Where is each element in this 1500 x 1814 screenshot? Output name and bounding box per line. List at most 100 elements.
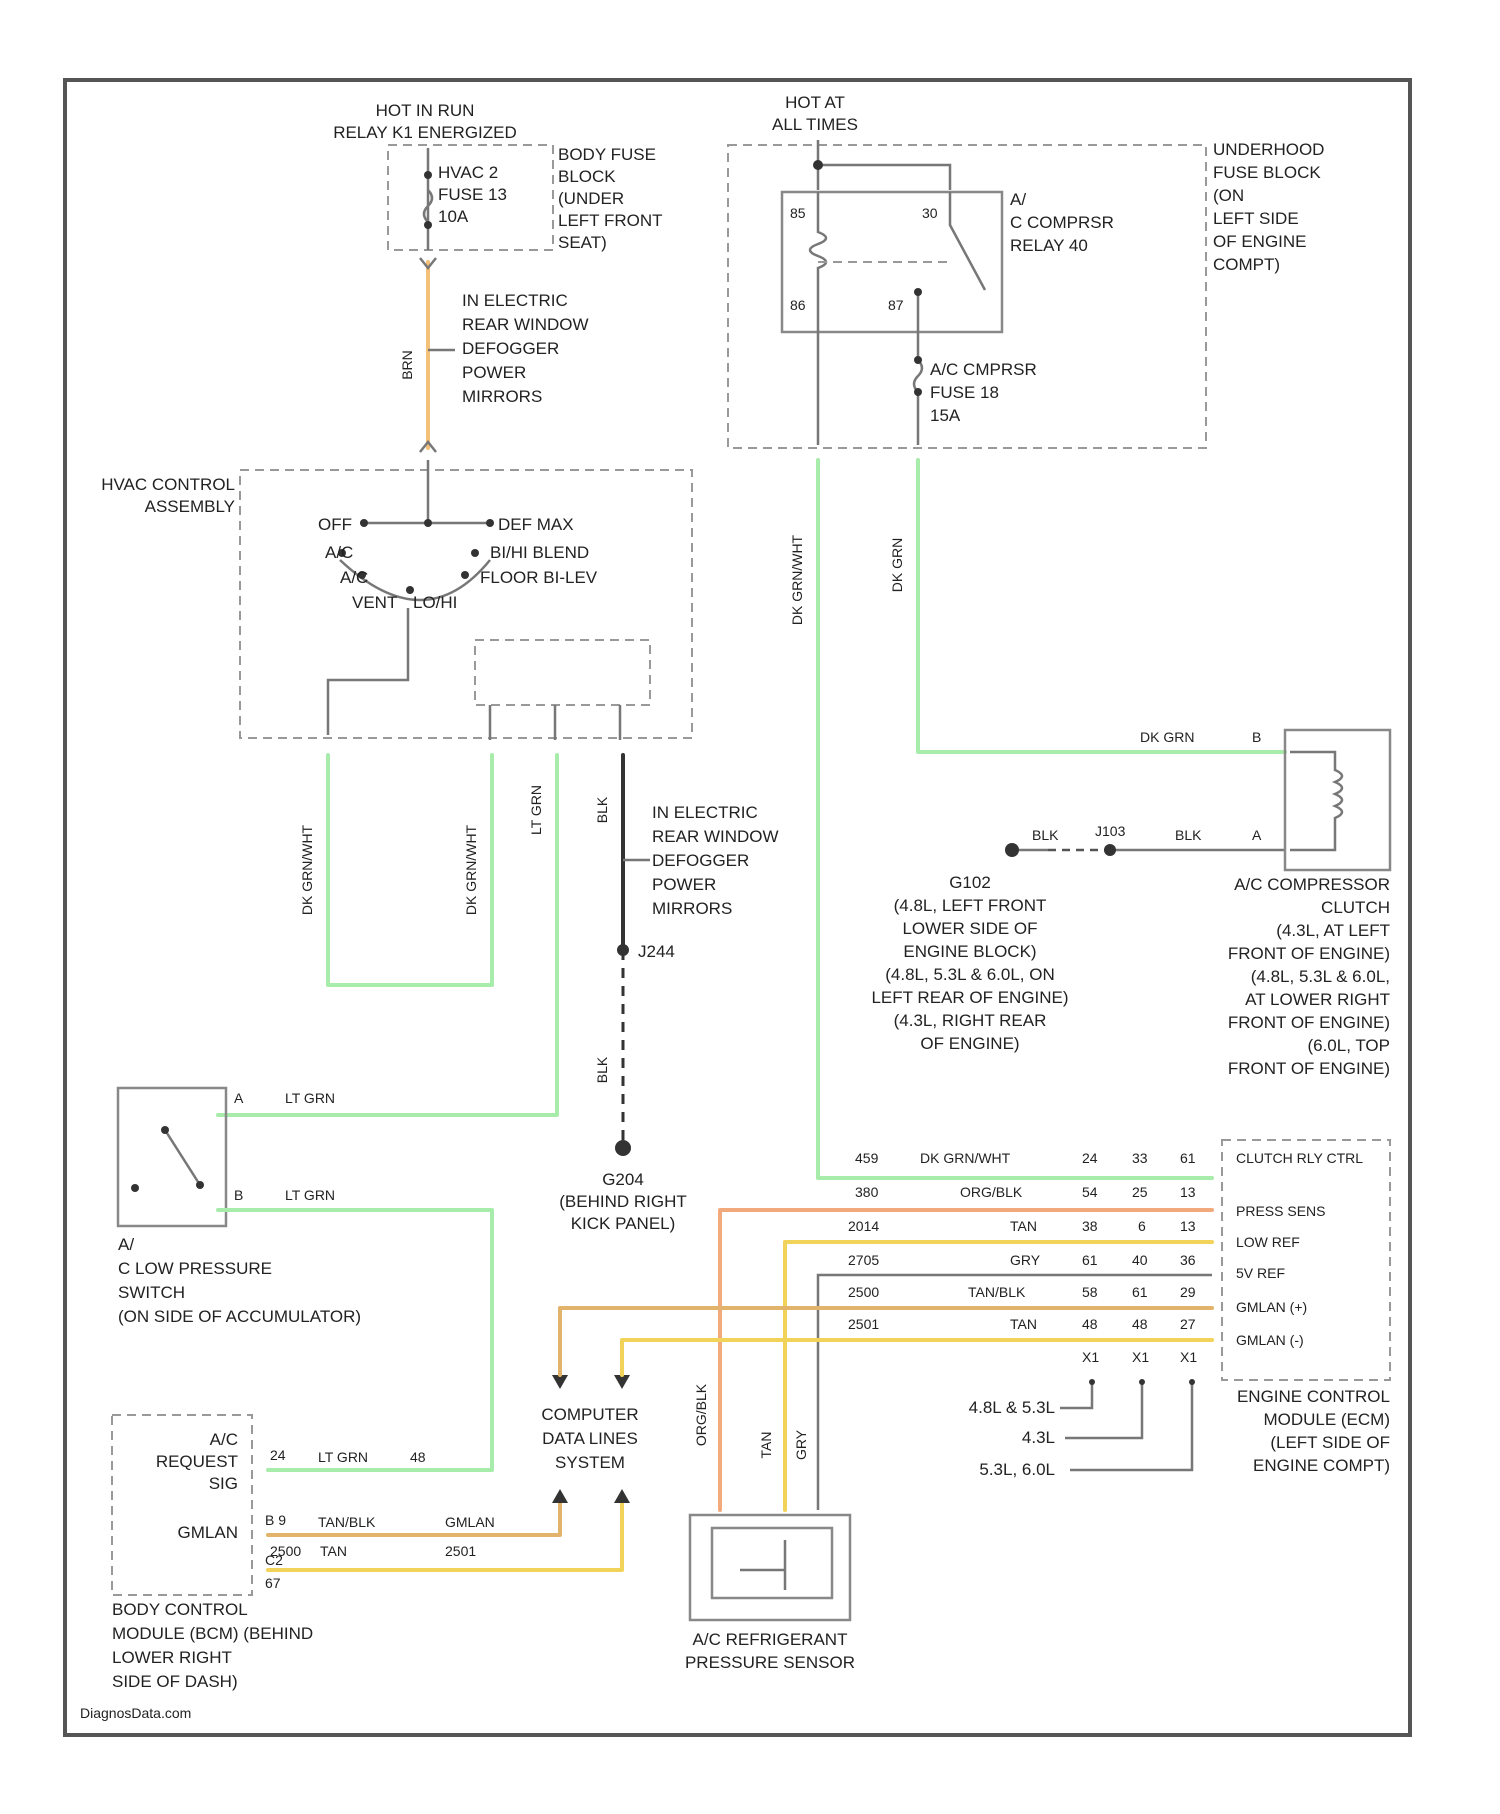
ecm-circuit-signal: GMLAN (+): [1236, 1299, 1307, 1315]
ecm-row: 2014 TAN 38 6 13 LOW REF: [848, 1218, 1300, 1250]
wire-brn-label: BRN: [399, 350, 415, 380]
hot-in-run-line1: HOT IN RUN: [376, 101, 475, 120]
body-fuse-block-label-3: (UNDER: [558, 189, 624, 208]
ecm-circuit-signal: 5V REF: [1236, 1265, 1285, 1281]
ecm-circuit-p2: 48: [1132, 1316, 1148, 1332]
ecm-circuit-p3: 13: [1180, 1184, 1196, 1200]
bcm-circuit-48: 48: [410, 1449, 426, 1465]
g102-6: LEFT REAR OF ENGINE): [871, 988, 1068, 1007]
ecm-circuit-num: 380: [855, 1184, 879, 1200]
bcm-tan: TAN: [320, 1543, 347, 1559]
ac-clutch-5: (4.8L, 5.3L & 6.0L,: [1251, 967, 1390, 986]
wire-dk-grn-label: DK GRN: [889, 538, 905, 592]
wire-tan-gmlan-minus: [622, 1340, 1212, 1375]
sensor-wire-tan: TAN: [758, 1432, 774, 1459]
low-press-switch-2: C LOW PRESSURE: [118, 1259, 272, 1278]
wire-dk-grn-wht-main-label: DK GRN/WHT: [789, 534, 805, 625]
ecm-circuit-signal: PRESS SENS: [1236, 1203, 1325, 1219]
ecm-circuit-color: ORG/BLK: [960, 1184, 1023, 1200]
underhood-label-4: LEFT SIDE: [1213, 209, 1299, 228]
computer-data-3: SYSTEM: [555, 1453, 625, 1472]
ecm-circuit-num: 459: [855, 1150, 879, 1166]
ecm-row: 2500 TAN/BLK 58 61 29 GMLAN (+): [848, 1284, 1307, 1315]
ecm-circuit-p2: 40: [1132, 1252, 1148, 1268]
clutch-pin-a: A: [1252, 827, 1262, 843]
mode-switch-arc: [340, 523, 490, 600]
ecm-circuit-p1: 38: [1082, 1218, 1098, 1234]
ground-g204-2: (BEHIND RIGHT: [559, 1192, 687, 1211]
low-press-switch-4: (ON SIDE OF ACCUMULATOR): [118, 1307, 361, 1326]
splice-j103: J103: [1095, 823, 1126, 839]
bcm-label-4: SIDE OF DASH): [112, 1672, 238, 1691]
ecm-circuit-color: GRY: [1010, 1252, 1041, 1268]
engine-variant-1: 4.8L & 5.3L: [969, 1398, 1055, 1417]
defogger-mid-2: REAR WINDOW: [652, 827, 779, 846]
defogger-top-3: DEFOGGER: [462, 339, 559, 358]
hvac-control-label-2: ASSEMBLY: [145, 497, 235, 516]
hvac-fuse-label-3: 10A: [438, 207, 469, 226]
switch-lohi: LO/HI: [413, 593, 457, 612]
wire-blk-h1: BLK: [1032, 827, 1059, 843]
ecm-circuit-signal: LOW REF: [1236, 1234, 1300, 1250]
diagram-frame: [65, 80, 1410, 1735]
hvac-sub-module: [475, 640, 650, 705]
ecm-circuit-color: TAN: [1010, 1316, 1037, 1332]
g102-1: G102: [949, 873, 991, 892]
ground-g204-1: G204: [602, 1170, 644, 1189]
body-fuse-block-label-1: BODY FUSE: [558, 145, 656, 164]
g102-3: LOWER SIDE OF: [902, 919, 1037, 938]
ecm-circuit-num: 2501: [848, 1316, 879, 1332]
ac-fuse-1: A/C CMPRSR: [930, 360, 1037, 379]
g102-8: OF ENGINE): [920, 1034, 1019, 1053]
hot-at-all-times-1: HOT AT: [785, 93, 845, 112]
ac-clutch-coil: [1290, 752, 1342, 850]
wire-dk-grn-wht-2: DK GRN/WHT: [463, 824, 479, 915]
body-fuse-block-label-4: LEFT FRONT: [558, 211, 663, 230]
ecm-circuit-color: DK GRN/WHT: [920, 1150, 1011, 1166]
defogger-mid-3: DEFOGGER: [652, 851, 749, 870]
g102-2: (4.8L, LEFT FRONT: [894, 896, 1047, 915]
engine-variant-3: 5.3L, 6.0L: [979, 1460, 1055, 1479]
ecm-circuit-p3: 61: [1180, 1150, 1196, 1166]
ac-fuse-2: FUSE 18: [930, 383, 999, 402]
defogger-mid-5: MIRRORS: [652, 899, 732, 918]
bcm-gmlan: GMLAN: [178, 1523, 238, 1542]
wire-dk-grn: [918, 460, 1285, 752]
ecm-circuit-num: 2500: [848, 1284, 879, 1300]
ecm-circuit-p2: 33: [1132, 1150, 1148, 1166]
low-press-switch-1: A/: [118, 1235, 134, 1254]
wire-blk-h2: BLK: [1175, 827, 1202, 843]
ecm-label-1: ENGINE CONTROL: [1237, 1387, 1390, 1406]
ac-clutch-9: FRONT OF ENGINE): [1228, 1059, 1390, 1078]
hvac-control-outline: [240, 470, 692, 738]
ecm-circuit-p2: 25: [1132, 1184, 1148, 1200]
ecm-row: 380 ORG/BLK 54 25 13 PRESS SENS: [855, 1184, 1325, 1219]
wire-blk-label-2: BLK: [594, 1056, 610, 1083]
ecm-label-3: (LEFT SIDE OF: [1270, 1433, 1390, 1452]
low-pressure-switch-contact: [135, 1130, 200, 1190]
switch-ac-2: A/C: [340, 568, 368, 587]
defogger-top-5: MIRRORS: [462, 387, 542, 406]
wire-lt-grn-2: [218, 1210, 492, 1470]
ecm-bottom-pin-2: X1: [1132, 1349, 1149, 1365]
g102-7: (4.3L, RIGHT REAR: [894, 1011, 1047, 1030]
relay-pin-30: 30: [922, 205, 938, 221]
relay-pin-87: 87: [888, 297, 904, 313]
bcm-pin-67: 67: [265, 1575, 281, 1591]
ecm-circuit-p3: 36: [1180, 1252, 1196, 1268]
relay-pin-85: 85: [790, 205, 806, 221]
ac-relay-label-3: RELAY 40: [1010, 236, 1088, 255]
bcm-gmlan-r: GMLAN: [445, 1514, 495, 1530]
switch-def-max: DEF MAX: [498, 515, 574, 534]
pressure-sensor-1: A/C REFRIGERANT: [693, 1630, 848, 1649]
g102-5: (4.8L, 5.3L & 6.0L, ON: [885, 965, 1054, 984]
computer-data-2: DATA LINES: [542, 1429, 638, 1448]
ac-relay-label-2: C COMPRSR: [1010, 213, 1114, 232]
body-fuse-block-label-2: BLOCK: [558, 167, 616, 186]
sensor-wire-org-blk: ORG/BLK: [693, 1383, 709, 1446]
computer-data-1: COMPUTER: [541, 1405, 638, 1424]
bcm-label-2: MODULE (BCM) (BEHIND: [112, 1624, 313, 1643]
low-press-pin-a: A: [234, 1090, 244, 1106]
bcm-request-1: A/C: [210, 1430, 238, 1449]
ecm-row: 2705 GRY 61 40 36 5V REF: [848, 1252, 1285, 1281]
